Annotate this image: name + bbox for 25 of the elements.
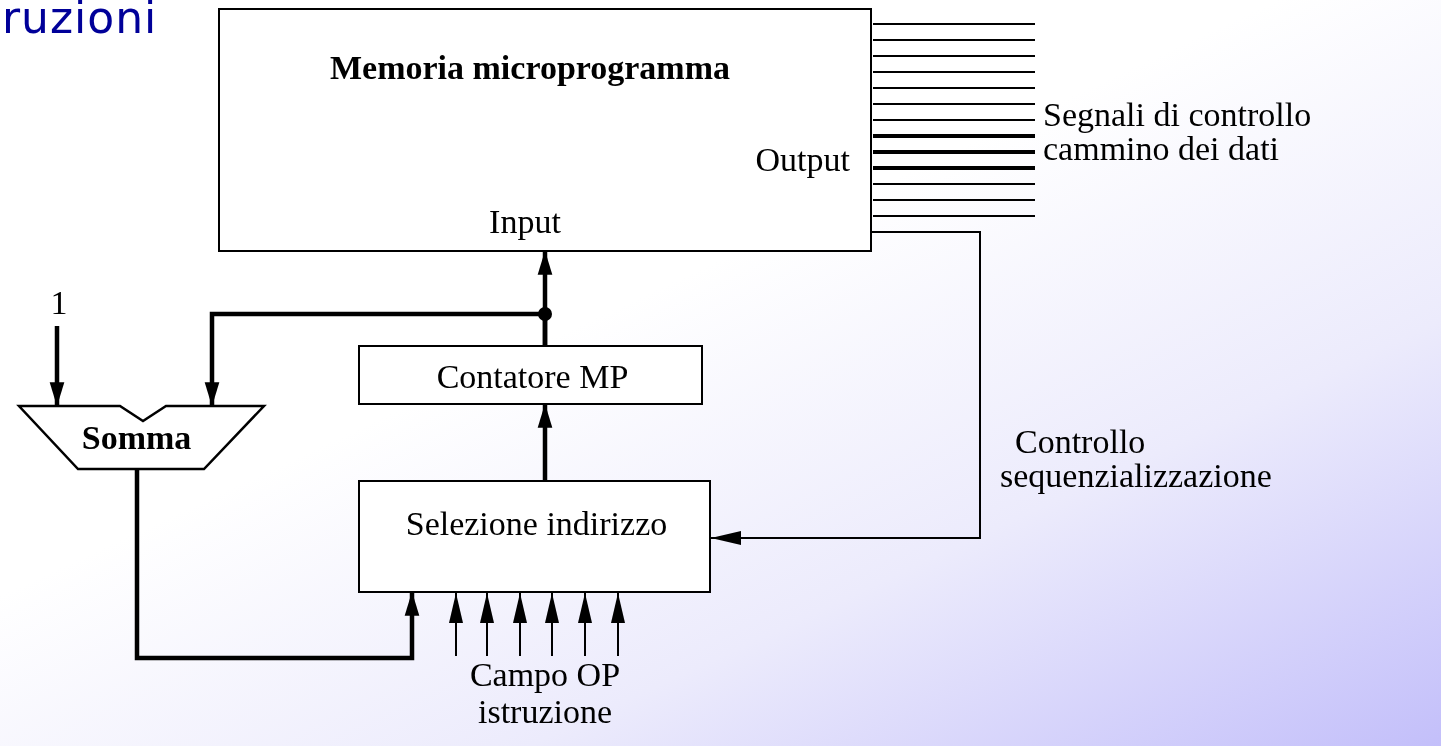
block-box <box>358 480 711 593</box>
sequencing-label: Controllo sequenzializzazione <box>1000 425 1273 493</box>
opcode-field-label: Campo OP istruzione <box>420 656 670 744</box>
input-label: Input <box>488 202 562 242</box>
address-select-label: Selezione indirizzo <box>404 504 669 544</box>
arrow <box>204 311 548 407</box>
heading-fragment: ruzioni <box>2 0 158 43</box>
arrow <box>480 592 494 657</box>
signal-label: Segnali di controllo cammino dei dati <box>1043 98 1313 166</box>
block-box <box>358 345 703 405</box>
counter-label: Contatore MP <box>435 357 630 397</box>
arrow <box>513 592 527 657</box>
arrow <box>49 326 65 407</box>
arrow <box>537 403 553 480</box>
arrow <box>449 592 463 657</box>
memory-title: Memoria microprogramma <box>329 48 731 88</box>
adder-label: Somma <box>80 418 193 458</box>
arrow <box>611 592 625 657</box>
arrow <box>545 592 559 657</box>
output-label: Output <box>754 140 850 180</box>
arrow <box>710 231 981 545</box>
arrow <box>578 592 592 657</box>
arrow <box>134 470 420 661</box>
constant-input-label: 1 <box>44 284 74 326</box>
block-box <box>218 8 872 252</box>
